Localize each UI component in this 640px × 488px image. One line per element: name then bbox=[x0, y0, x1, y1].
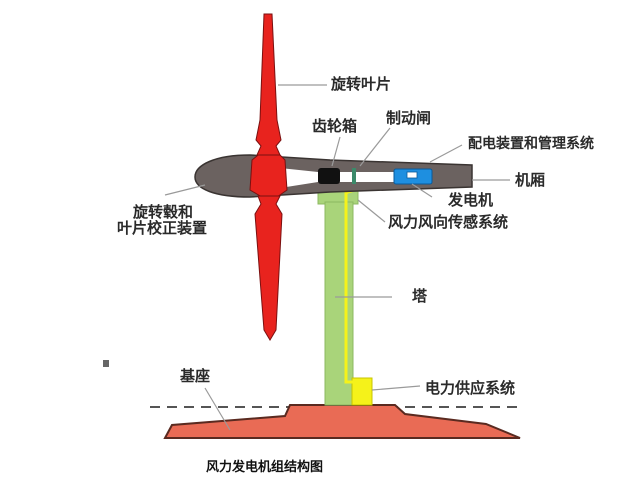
label-rotating-blade: 旋转叶片 bbox=[331, 75, 392, 93]
label-brake: 制动闸 bbox=[386, 109, 432, 127]
label-power-distribution: 配电装置和管理系统 bbox=[468, 136, 594, 152]
label-power-supply: 电力供应系统 bbox=[425, 379, 516, 397]
diagram-caption: 风力发电机组结构图 bbox=[206, 460, 324, 475]
label-nacelle: 机厢 bbox=[515, 171, 546, 189]
label-wind-sensor: 风力风向传感系统 bbox=[388, 213, 509, 231]
label-generator: 发电机 bbox=[448, 191, 494, 209]
label-base: 基座 bbox=[180, 367, 211, 385]
label-hub-line1: 旋转毂和 bbox=[133, 203, 194, 221]
power-cable bbox=[344, 174, 401, 384]
label-tower: 塔 bbox=[412, 287, 428, 305]
power-supply-box bbox=[351, 377, 373, 406]
tower bbox=[324, 201, 354, 406]
stray-mark bbox=[103, 360, 109, 367]
label-hub-line2: 叶片校正装置 bbox=[117, 219, 208, 237]
generator-window bbox=[406, 171, 418, 179]
upper-blade bbox=[255, 13, 282, 156]
gearbox bbox=[318, 168, 340, 184]
brake bbox=[352, 168, 356, 184]
rotor-hub bbox=[249, 151, 288, 198]
label-gearbox: 齿轮箱 bbox=[312, 117, 358, 135]
leader-lines bbox=[164, 84, 510, 431]
drive-shaft-rear bbox=[336, 172, 396, 182]
drive-shaft bbox=[280, 168, 318, 188]
lower-blade bbox=[254, 195, 283, 341]
base-foundation bbox=[163, 404, 521, 439]
